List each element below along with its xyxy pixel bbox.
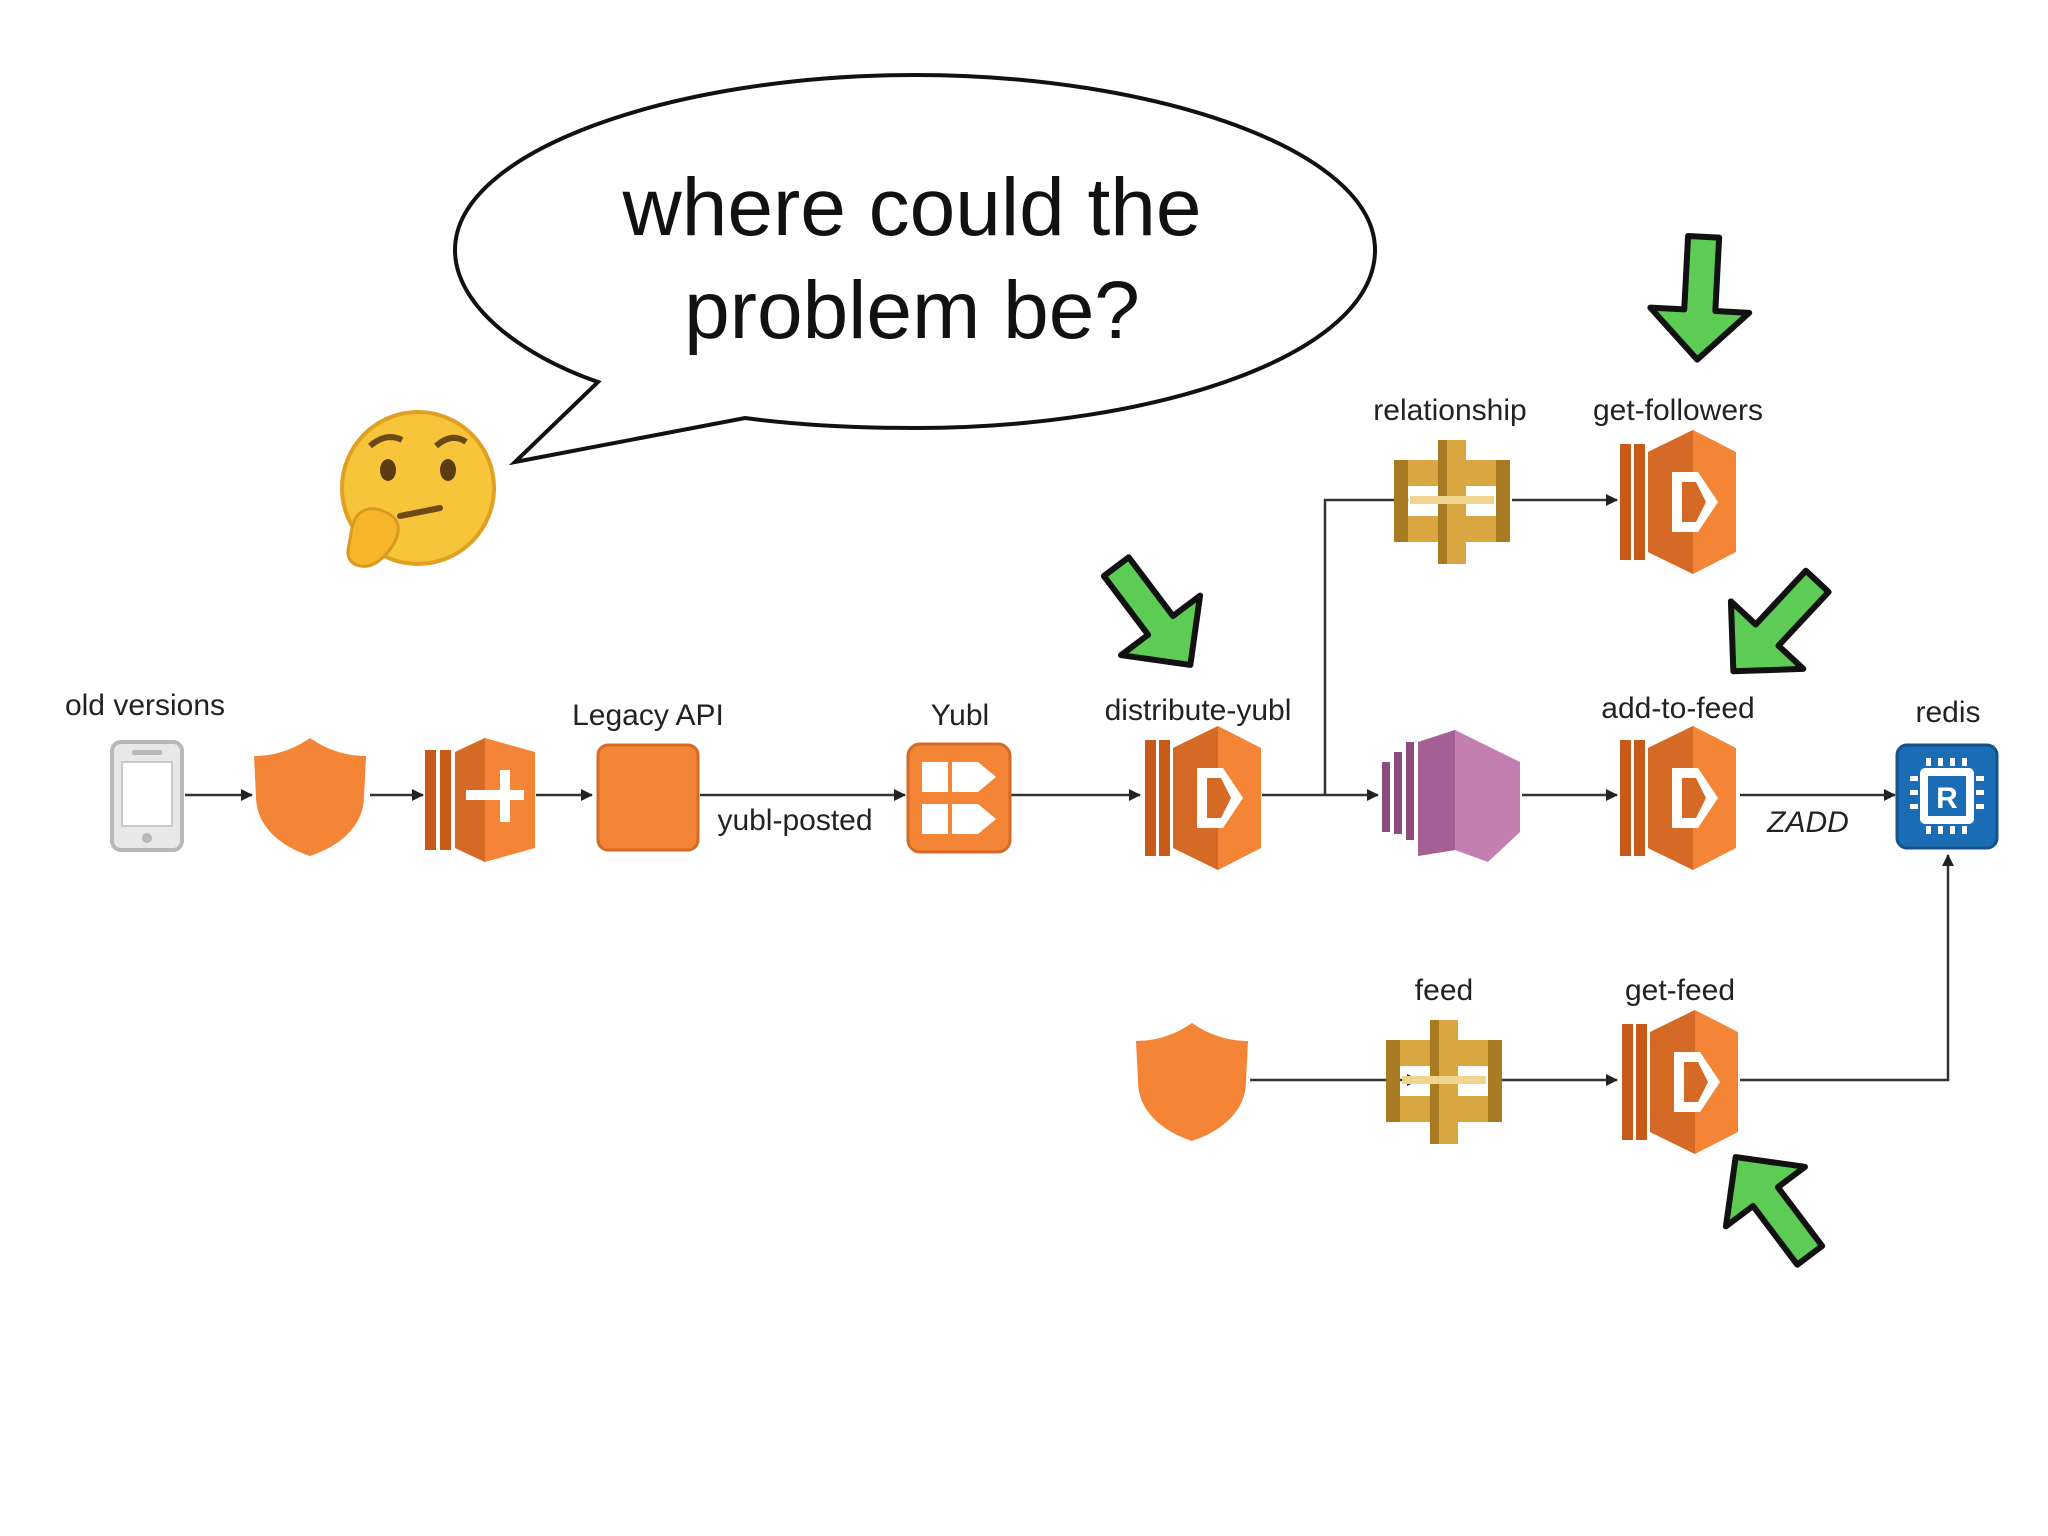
mobile-phone-icon bbox=[110, 740, 184, 852]
label-feed: feed bbox=[1415, 974, 1473, 1007]
edge-getfeed-redis bbox=[1740, 854, 1954, 1082]
label-get-feed: get-feed bbox=[1625, 974, 1735, 1007]
redis-icon: R bbox=[1895, 743, 1999, 850]
label-distribute-yubl: distribute-yubl bbox=[1105, 694, 1292, 727]
label-redis: redis bbox=[1915, 696, 1980, 729]
lambda-function-icon bbox=[1620, 726, 1736, 870]
bubble-text-line2: problem be? bbox=[684, 265, 1140, 356]
green-arrow-icon bbox=[1093, 554, 1204, 665]
lambda-function-icon bbox=[1622, 1010, 1738, 1154]
green-arrow-icon bbox=[1722, 1157, 1833, 1268]
api-gateway-shield-icon bbox=[254, 738, 366, 856]
label-get-followers: get-followers bbox=[1593, 394, 1763, 427]
label-relationship: relationship bbox=[1373, 394, 1526, 427]
lambda-function-icon bbox=[1145, 726, 1261, 870]
lambda-function-icon bbox=[1620, 430, 1736, 574]
label-yubl: Yubl bbox=[931, 699, 989, 732]
api-gateway-shield-icon bbox=[1136, 1023, 1248, 1141]
api-gateway-icon bbox=[1394, 440, 1510, 564]
label-legacy-api: Legacy API bbox=[572, 699, 724, 732]
edge-label-zadd: ZADD bbox=[1766, 806, 1849, 839]
bubble-text-line1: where could the bbox=[622, 162, 1202, 253]
ec2-instance-icon bbox=[596, 743, 700, 852]
label-old-versions: old versions bbox=[65, 689, 225, 722]
label-add-to-feed: add-to-feed bbox=[1601, 692, 1754, 725]
speech-bubble: where could the problem be? bbox=[452, 72, 1378, 466]
green-arrow-icon bbox=[1632, 221, 1770, 359]
kinesis-stream-icon bbox=[1382, 730, 1520, 862]
green-arrow-icon bbox=[1730, 570, 1831, 671]
svg-text:R: R bbox=[1936, 782, 1958, 815]
edge-distribute-relationship bbox=[1323, 494, 1409, 795]
thinking-face-icon bbox=[340, 410, 496, 568]
edge-label-yubl-posted: yubl-posted bbox=[717, 804, 872, 837]
api-gateway-icon bbox=[1386, 1020, 1502, 1144]
load-balancer-icon bbox=[425, 738, 535, 862]
sns-topic-icon bbox=[906, 742, 1012, 854]
